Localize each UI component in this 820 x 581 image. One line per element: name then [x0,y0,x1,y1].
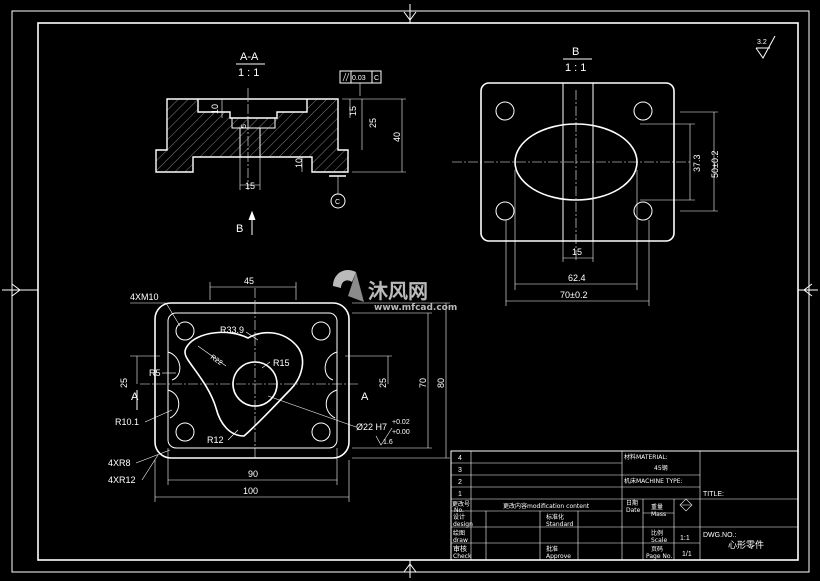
dim-b-2: 50±0.2 [710,151,720,178]
tb-page-en: Page No. [646,553,672,560]
label-roughness: 1.6 [383,439,393,446]
dim-a-7: 15 [348,106,358,116]
tb-material-label: 材料MATERIAL: [624,453,668,461]
dim-p-6: 90 [248,469,258,479]
dim-p-2: 25 [119,378,129,388]
tolerance-value: 0.03 [352,75,366,82]
dim-b-5: 70±0.2 [560,290,587,300]
dim-p-5: 80 [436,378,446,388]
label-bore: Ø22 H7 [356,422,387,432]
tb-approve-en: Approve [546,553,571,560]
dim-a-4: 25 [368,118,378,128]
tb-mod-date: 日期 [626,499,638,507]
tb-mod-content: 更改内容modification content [503,502,590,510]
heart-pocket [184,331,304,437]
dim-b-1: 37.3 [692,154,702,172]
view-arrow-label: B [236,223,243,235]
label-4xr12: 4XR12 [108,475,136,485]
dim-b-4: 62.4 [568,273,586,283]
tb-row-1: 1 [458,491,462,498]
tb-scale-value: 1:1 [680,535,690,542]
section-mark-right: A [361,391,369,403]
tb-draw: 绘图 [453,529,465,537]
dim-b-3: 15 [572,247,582,257]
tb-mod-no: 更改号 [452,500,470,508]
section-mark-left: A [131,391,139,403]
tb-row-3: 3 [458,467,462,474]
tb-check-en: Check [453,553,472,560]
tb-mod-no-en: No. [454,507,464,514]
label-r339: R33.9 [220,325,244,335]
dim-a-1: 10 [210,104,220,114]
label-bore-lower: +0.00 [392,429,410,436]
dim-a-2: 5 [241,124,248,128]
tolerance-datum: C [374,75,379,82]
tb-dwg-name: 心形零件 [728,539,764,550]
tolerance-frame [339,70,382,84]
tb-title-label: TITLE: [703,491,724,498]
dim-a-3: 15 [245,181,255,191]
roughness-value: 3.2 [757,39,767,46]
dim-p-7: 100 [243,486,258,496]
tb-material: 45钢 [654,464,668,472]
tb-design-en: design [453,521,473,528]
tb-weight-en: Mass [651,511,666,518]
title-block: 4 3 2 1 更改号 No. 更改内容modification content… [450,450,799,561]
watermark: 沐风网 www.mfcad.com [333,269,457,313]
dim-a-6: 10 [294,158,304,168]
tb-check: 审核 [453,544,467,553]
section-body [155,98,349,173]
view-b-title: B [572,46,579,58]
tb-scale-en: Scale [651,537,667,544]
tb-page: 页码 [651,545,663,553]
tb-design: 设计 [453,513,465,521]
tb-scale: 比例 [651,529,663,537]
label-r15: R15 [273,358,290,368]
tb-standard-en: Standard [546,521,573,528]
tb-dwg-label: DWG.NO.: [703,532,736,539]
tb-row-2: 2 [458,479,462,486]
label-r22: R22 [209,354,224,367]
roughness-symbol: 3.2 [755,35,776,59]
tb-standard: 标准化 [546,513,564,521]
section-view-a-a: A-A 1 : 1 10 5 15 25 40 10 15 0.03 C [155,51,406,235]
label-thread: 4XM10 [130,292,159,302]
section-title: A-A [240,51,259,63]
tb-row-4: 4 [458,455,462,462]
tb-weight: 重量 [651,503,663,511]
label-bore-upper: +0.02 [392,419,410,426]
tb-mod-date-en: Date [626,507,641,514]
watermark-url: www.mfcad.com [374,303,457,313]
dim-a-5: 40 [392,132,402,142]
view-b-scale: 1 : 1 [565,62,586,74]
section-scale: 1 : 1 [238,67,259,79]
view-b: B 1 : 1 37.3 50±0.2 15 62.4 70±0.2 [452,46,720,306]
label-r12: R12 [207,435,224,445]
label-4xr8: 4XR8 [108,458,131,468]
drawing-frame [2,4,818,578]
watermark-brand: 沐风网 [368,279,428,303]
tb-page-value: 1/1 [682,551,692,558]
dim-p-4: 70 [418,378,428,388]
label-r101: R10.1 [115,417,139,427]
tb-machine-label: 机床MACHINE TYPE: [624,477,683,485]
dim-p-1: 45 [244,276,254,286]
datum-bubble: C [335,199,340,206]
tb-draw-en: draw [453,537,468,544]
dim-p-3: 25 [378,378,388,388]
tb-approve: 批准 [546,545,558,553]
label-r5: R5 [149,368,161,378]
